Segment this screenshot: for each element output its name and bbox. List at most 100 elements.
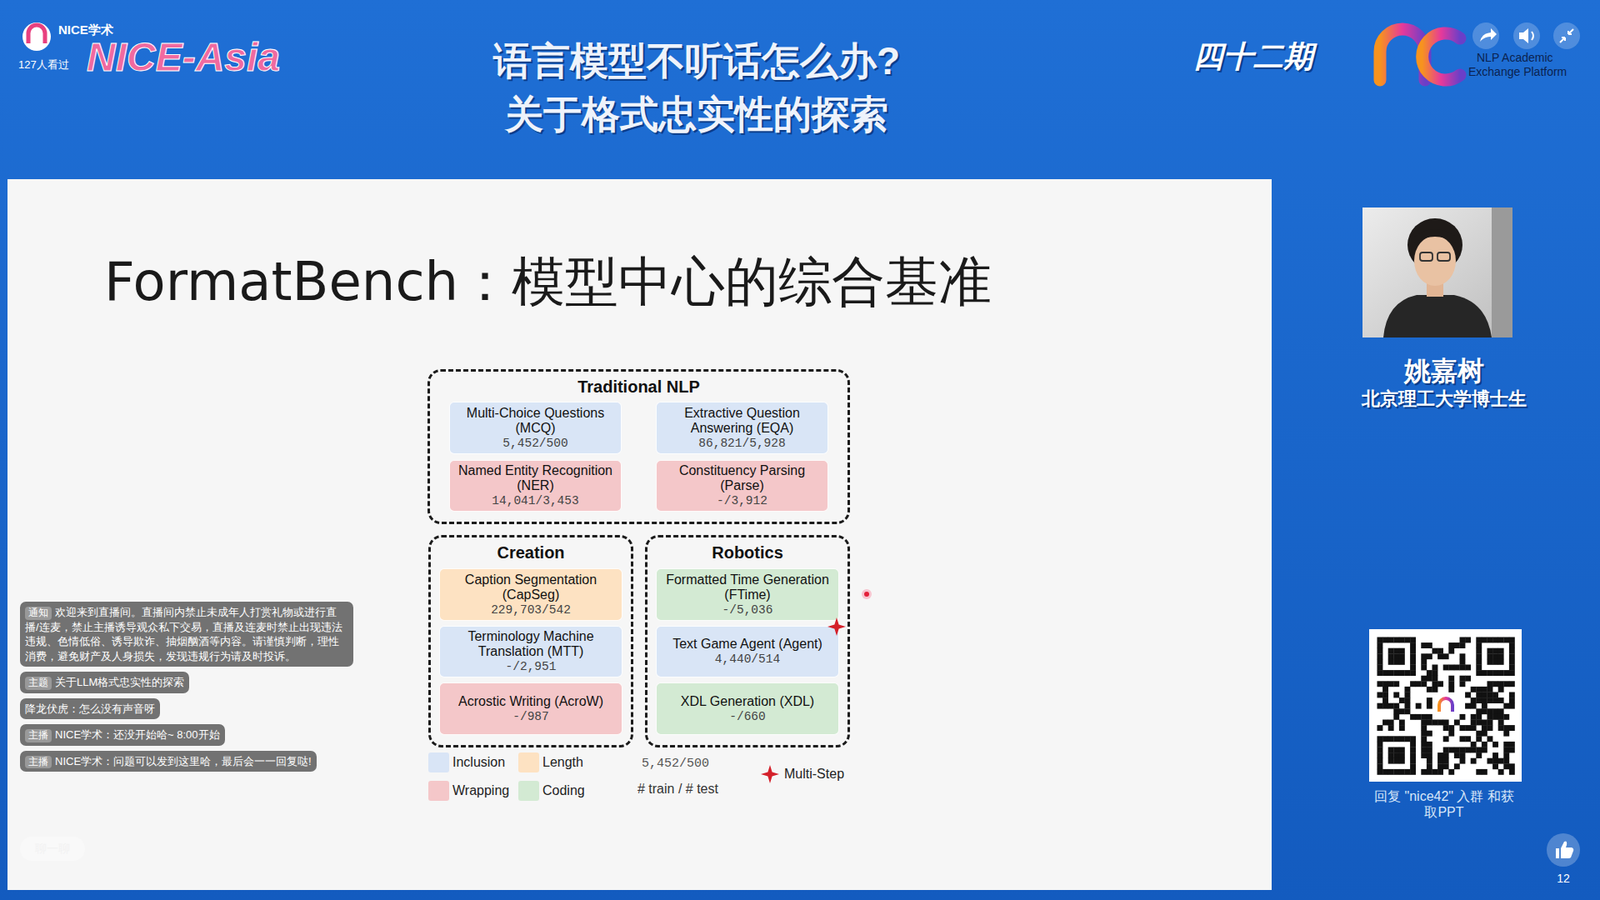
qr-module <box>1382 720 1389 726</box>
slide-panel <box>7 179 1272 890</box>
qr-module <box>1432 769 1439 775</box>
qr-module <box>1448 665 1455 671</box>
qr-module <box>1443 720 1450 726</box>
stream-title: 语言模型不听话怎么办? <box>493 38 900 85</box>
qr-module <box>1481 747 1488 754</box>
qr-module <box>1410 752 1416 759</box>
legend-text: Coding <box>542 783 585 799</box>
qr-module <box>1487 735 1494 742</box>
channel-logo-mark <box>28 25 45 44</box>
qr-module <box>1498 653 1505 660</box>
chat-text: 关于LLM格式忠实性的探索 <box>55 675 185 689</box>
task-name: Named Entity Recognition (NER) <box>454 463 617 494</box>
qr-module <box>1481 730 1488 737</box>
qr-module <box>1509 741 1515 748</box>
qr-module <box>1399 725 1405 731</box>
qr-module <box>1465 692 1471 699</box>
split-count: -/660 <box>729 710 766 725</box>
qr-module <box>1470 720 1477 726</box>
qr-module <box>1487 648 1494 655</box>
qr-module <box>1475 648 1482 655</box>
qr-module <box>1481 697 1488 704</box>
qr-module <box>1410 659 1416 665</box>
qr-module <box>1492 708 1499 715</box>
legend-item: Wrapping <box>428 780 510 801</box>
qr-module <box>1377 642 1384 649</box>
qr-module <box>1377 769 1384 775</box>
qr-module <box>1443 758 1450 765</box>
qr-module <box>1487 697 1494 704</box>
qr-module <box>1382 680 1389 687</box>
qr-module <box>1405 637 1411 644</box>
task-name: Multi-Choice Questions (MCQ) <box>454 405 617 436</box>
qr-module <box>1377 735 1384 742</box>
qr-module <box>1393 637 1400 644</box>
stream-subtitle: 关于格式忠实性的探索 <box>505 91 889 138</box>
legend-text: Multi-Step <box>784 766 845 782</box>
chat-tag: 主播 <box>25 729 52 743</box>
qr-module <box>1503 637 1510 644</box>
share-icon <box>1480 28 1497 42</box>
channel-logo-text: NICE-Asia <box>86 33 280 82</box>
qr-module <box>1454 665 1460 671</box>
channel-logo <box>22 22 51 51</box>
qr-module <box>1492 714 1499 720</box>
speaker-affiliation: 北京理工大学博士生 <box>1361 388 1527 410</box>
qr-module <box>1481 708 1488 715</box>
qr-module <box>1420 752 1427 759</box>
task-box: Acrostic Writing (AcroW)-/987 <box>439 682 623 735</box>
qr-module <box>1460 758 1466 765</box>
qr-module <box>1426 763 1433 770</box>
qr-module <box>1415 703 1422 710</box>
qr-module <box>1475 752 1482 759</box>
qr-module <box>1498 708 1505 715</box>
chat-text: NICE学术：还没开始哈~ 8:00开始 <box>55 728 220 741</box>
qr-module <box>1432 675 1439 682</box>
qr-module <box>1393 769 1400 775</box>
sound-icon <box>1519 28 1529 44</box>
qr-module <box>1420 741 1427 748</box>
qr-module <box>1393 735 1400 742</box>
task-box: Formatted Time Generation (FTime)-/5,036 <box>655 568 840 621</box>
shrink-icon <box>1560 29 1574 43</box>
qr-module <box>1475 692 1482 699</box>
legend-sample-count: 5,452/500 <box>641 756 710 772</box>
qr-module <box>1410 741 1416 748</box>
qr-module <box>1399 653 1405 660</box>
qr-module <box>1503 714 1510 720</box>
qr-module <box>1492 697 1499 704</box>
qr-module <box>1420 725 1427 731</box>
qr-module <box>1432 680 1439 687</box>
chat-input: 聊一聊 <box>20 836 85 861</box>
qr-module <box>1503 670 1510 676</box>
qr-module <box>1399 720 1405 726</box>
qr-module <box>1377 665 1384 671</box>
speaker-glasses <box>1437 252 1450 261</box>
qr-module <box>1498 725 1505 731</box>
qr-module <box>1399 735 1405 742</box>
category-group: RoboticsFormatted Time Generation (FTime… <box>645 535 850 748</box>
qr-module <box>1475 714 1482 720</box>
qr-module <box>1382 637 1389 644</box>
qr-module <box>1481 637 1488 644</box>
qr-module <box>1410 665 1416 671</box>
qr-module <box>1448 725 1455 731</box>
qr-module <box>1437 648 1444 655</box>
qr-module <box>1481 670 1488 676</box>
chat-message: 主播NICE学术：问题可以发到这里哈，最后会一一回复哒! <box>20 750 317 773</box>
qr-module <box>1487 725 1494 731</box>
slide-title: FormatBench：模型中心的综合基准 <box>104 250 992 315</box>
qr-module <box>1410 714 1416 720</box>
legend-text: Length <box>542 755 584 770</box>
platform-name: Exchange Platform <box>1468 65 1567 80</box>
qr-module <box>1465 665 1471 671</box>
qr-module <box>1393 703 1400 710</box>
qr-module <box>1465 637 1471 644</box>
task-box: Extractive Question Answering (EQA)86,82… <box>655 401 829 455</box>
qr-module <box>1470 741 1477 748</box>
qr-module <box>1388 725 1395 731</box>
task-box: Multi-Choice Questions (MCQ)5,452/500 <box>449 401 622 455</box>
speaker-face <box>1414 235 1456 286</box>
qr-module <box>1388 747 1395 754</box>
